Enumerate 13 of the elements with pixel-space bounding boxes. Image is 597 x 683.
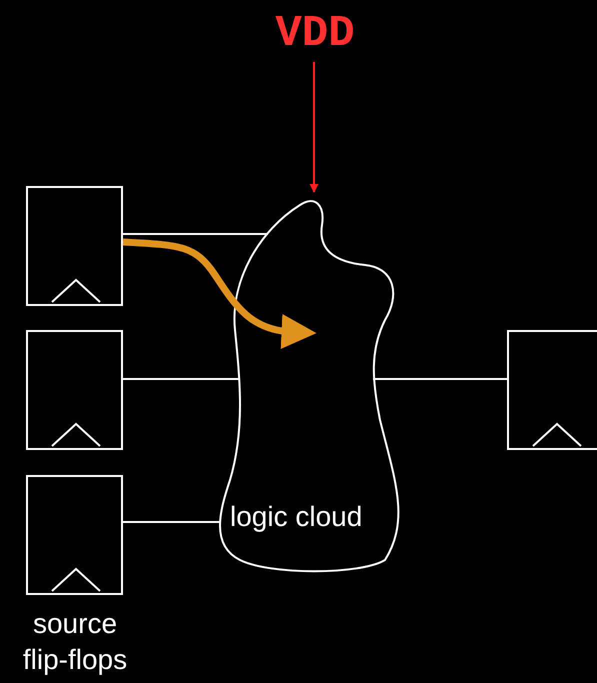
wire — [123, 521, 220, 523]
flip-flop-box — [26, 186, 123, 306]
flip-flop-box — [507, 330, 597, 450]
caption-label: source flip-flops — [22, 607, 128, 677]
signal-path-arrow — [122, 238, 316, 348]
wire — [373, 378, 507, 380]
arrow — [310, 62, 318, 193]
wire — [123, 378, 240, 380]
flip-flop-box — [26, 330, 123, 450]
flip-flop-box — [26, 475, 123, 595]
wire — [123, 233, 268, 235]
supply-label: VDD — [245, 8, 385, 60]
cloud-label: logic cloud — [230, 501, 362, 533]
